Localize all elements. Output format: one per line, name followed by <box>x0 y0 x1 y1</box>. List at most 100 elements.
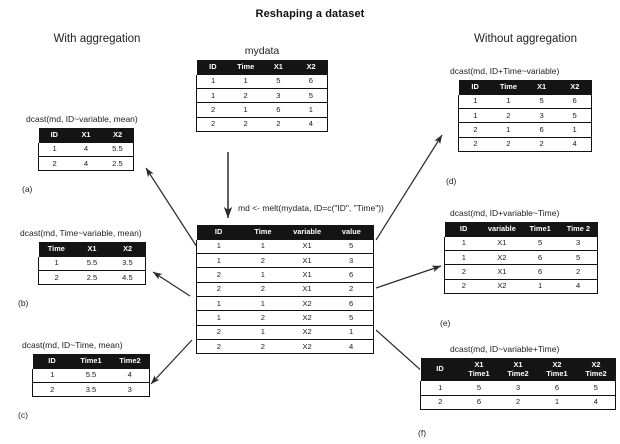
md-table: ID Time variable value 1 1 X1 5 1 2 X1 3 <box>195 225 375 355</box>
col-x1: X1 <box>262 60 295 75</box>
table-row: 2 2.5 4.5 <box>38 270 146 286</box>
table-row: 2 2 X2 4 <box>195 339 375 355</box>
col-id: ID <box>420 358 460 382</box>
formula-d: dcast(md, ID+Time~variable) <box>450 66 560 76</box>
col-id: ID <box>38 128 71 143</box>
table-row: 2 X2 1 4 <box>443 278 599 295</box>
cell: 5.5 <box>101 142 134 158</box>
melt-formula: md <- melt(mydata, ID=c("ID", "Time")) <box>238 203 384 213</box>
table-row: 1 4 5.5 <box>38 142 134 158</box>
cell: 2 <box>443 278 483 295</box>
cell: X2 <box>285 324 330 341</box>
col-x2: X2 <box>558 80 592 95</box>
cell: 1 <box>196 74 230 90</box>
table-row: 1 2 X1 3 <box>195 253 375 269</box>
col-id: ID <box>444 222 483 237</box>
col-x2-time1-line2: Time1 <box>546 368 568 378</box>
cell: 6 <box>537 381 577 396</box>
table-a: ID X1 X2 1 4 5.5 2 4 2.5 <box>38 128 134 172</box>
cell: 2 <box>195 267 241 283</box>
table-row: 2 X1 6 2 <box>443 264 599 280</box>
cell: 2 <box>491 108 525 124</box>
formula-b: dcast(md, Time~variable, mean) <box>20 228 142 238</box>
cell: 6 <box>459 394 499 411</box>
table-row: 1 1 5 6 <box>457 94 593 110</box>
cell: 5 <box>262 74 295 90</box>
cell: 1 <box>491 122 525 138</box>
cell: 2 <box>240 253 285 269</box>
col-time1: Time1 <box>521 222 560 237</box>
table-row: 1 2 3 5 <box>196 88 328 104</box>
table-row: 1 1 5 6 <box>196 74 328 90</box>
cell: 6 <box>262 102 295 118</box>
cell: 1 <box>229 102 262 118</box>
figure-title: Reshaping a dataset <box>255 8 365 20</box>
col-id: ID <box>32 354 72 369</box>
col-time: Time <box>491 80 525 95</box>
table-row: 1 2 X2 5 <box>195 310 375 326</box>
col-id: ID <box>196 60 230 75</box>
cell: 5 <box>558 108 593 124</box>
col-time2: Time2 <box>110 354 150 369</box>
source-table-caption: mydata <box>244 45 280 57</box>
cell: 1 <box>32 368 72 384</box>
table-row: 2 2 X1 2 <box>195 281 375 298</box>
cell: 1 <box>195 253 241 269</box>
cell: 1 <box>294 102 328 118</box>
col-x1-time1-line1: X1 <box>474 360 484 369</box>
col-time: Time <box>229 60 262 75</box>
cell: 4 <box>70 142 102 158</box>
table-row: 1 X1 5 3 <box>443 236 599 252</box>
table-row: 2 1 6 1 <box>196 102 328 118</box>
cell: 2 <box>443 264 483 280</box>
col-time2: Time 2 <box>559 222 598 237</box>
formula-a: dcast(md, ID~variable, mean) <box>26 114 138 124</box>
cell: 2 <box>491 136 525 153</box>
output-table-d: ID Time X1 X2 1 1 5 6 1 2 3 5 <box>457 80 593 153</box>
cell: 5 <box>525 94 559 110</box>
col-time1: Time1 <box>71 354 111 369</box>
table-row: 1 X2 6 5 <box>443 250 599 266</box>
cell: 5 <box>294 88 328 104</box>
cell: 4 <box>110 368 150 384</box>
cell: 1 <box>491 94 525 110</box>
cell: 5 <box>576 381 616 396</box>
cell: 4.5 <box>109 270 146 286</box>
sublabel-e: (e) <box>440 318 451 328</box>
col-x1: X1 <box>70 128 102 143</box>
cell: X1 <box>482 264 521 280</box>
table-row: 1 1 X2 6 <box>195 296 375 312</box>
cell: X1 <box>285 281 330 298</box>
cell: X2 <box>285 339 330 355</box>
table-header-row: ID X1 Time1 X1 Time2 X2 Time1 X2 Time2 <box>420 358 616 382</box>
cell: 1 <box>443 250 483 266</box>
cell: 2 <box>457 136 492 153</box>
col-time: Time <box>240 225 285 240</box>
cell: 1 <box>457 94 492 110</box>
cell: 2 <box>196 116 230 133</box>
sublabel-a: (a) <box>22 184 33 194</box>
table-row: 2 1 X1 6 <box>195 267 375 283</box>
col-id: ID <box>196 225 241 240</box>
mydata-table: ID Time X1 X2 1 1 5 6 1 2 3 5 <box>196 60 328 133</box>
col-x1: X1 <box>525 80 559 95</box>
col-x1-time1: X1 Time1 <box>459 358 499 382</box>
table-row: 2 1 X2 1 <box>195 324 375 341</box>
output-table-e: ID variable Time1 Time 2 1 X1 5 3 1 X2 6… <box>443 222 599 295</box>
cell: 2 <box>525 136 559 153</box>
arrow-molten-to-d <box>375 134 443 241</box>
cell: 2 <box>229 88 262 104</box>
cell: 2 <box>195 281 241 298</box>
cell: 2 <box>329 281 375 298</box>
output-table-c: ID Time1 Time2 1 5.5 4 2 3.5 3 <box>32 354 150 398</box>
cell: 6 <box>521 264 560 280</box>
heading-without-aggregation: Without aggregation <box>474 33 577 45</box>
table-row: 2 1 6 1 <box>457 122 593 138</box>
arrow-molten-to-e <box>375 265 442 289</box>
cell: 2 <box>38 270 75 286</box>
cell: 5 <box>521 236 560 252</box>
cell: 6 <box>525 122 559 138</box>
heading-with-aggregation: With aggregation <box>53 33 141 45</box>
molten-table: ID Time variable value 1 1 X1 5 1 2 X1 3 <box>195 225 375 355</box>
